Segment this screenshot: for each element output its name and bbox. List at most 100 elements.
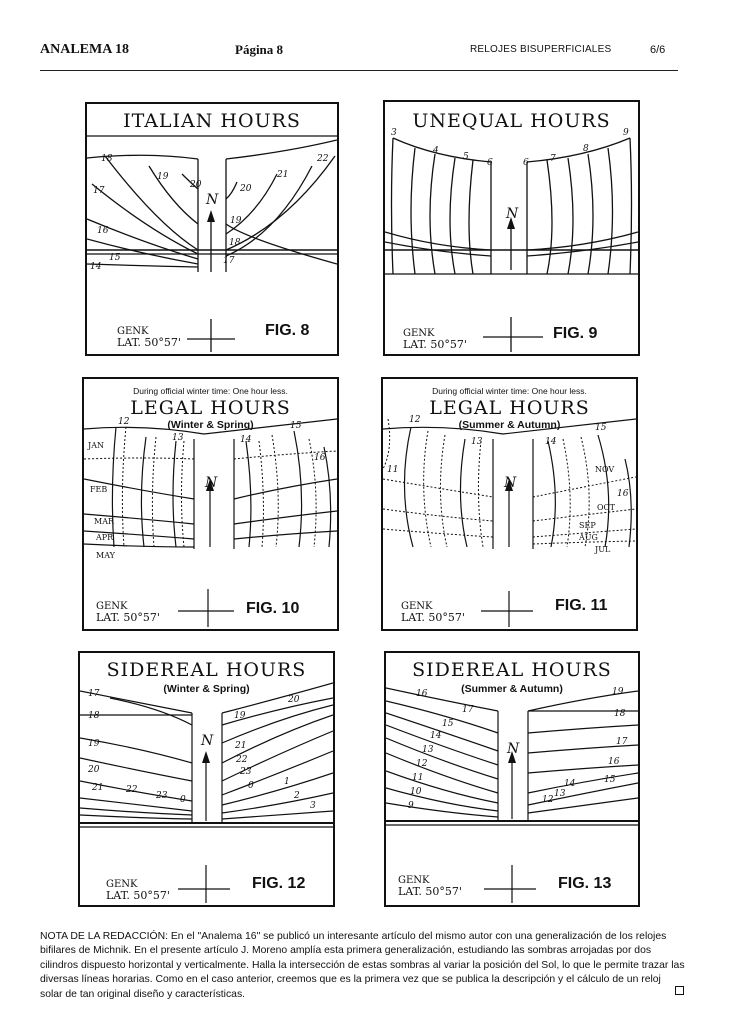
month-label: FEB <box>90 485 108 494</box>
hour-label: 12 <box>416 759 428 769</box>
hour-label: 8 <box>583 144 589 154</box>
hour-label: 18 <box>101 154 113 164</box>
location-latitude: LAT. 50°57' <box>117 336 181 349</box>
hour-label: 12 <box>118 417 130 427</box>
figure-13-title: SIDEREAL HOURS <box>412 659 612 681</box>
hour-label: 4 <box>433 146 439 156</box>
north-label: N <box>507 741 520 757</box>
end-marker <box>675 986 684 995</box>
hour-label: 14 <box>430 731 442 741</box>
hour-label: 18 <box>229 238 241 248</box>
hour-label: 19 <box>612 687 624 697</box>
hour-label: 23 <box>156 791 168 801</box>
location-latitude: LAT. 50°57' <box>96 611 160 624</box>
north-label: N <box>205 475 218 491</box>
hour-label: 18 <box>614 709 626 719</box>
hour-label: 20 <box>288 695 300 705</box>
figure-number: FIG. 9 <box>553 325 598 342</box>
hour-label: 1 <box>284 777 290 787</box>
month-label: NOV <box>595 465 615 474</box>
location-city: GENK <box>117 326 149 337</box>
figure-10-subtitle: (Winter & Spring) <box>167 419 254 431</box>
hour-label: 11 <box>412 773 424 783</box>
hour-label: 9 <box>623 128 629 138</box>
location-label: GENK LAT. 50°57' <box>401 601 465 623</box>
figure-11-title: LEGAL HOURS <box>429 397 590 419</box>
hour-label: 19 <box>157 172 169 182</box>
section-title: RELOJES BISUPERFICIALES <box>470 44 612 55</box>
figure-10-title: LEGAL HOURS <box>130 397 291 419</box>
hour-label: 20 <box>240 184 252 194</box>
hour-label: 20 <box>190 180 202 190</box>
figure-12-diagram <box>80 682 333 903</box>
hour-label: 19 <box>88 739 100 749</box>
hour-label: 9 <box>408 801 414 811</box>
hour-label: 10 <box>410 787 422 797</box>
location-latitude: LAT. 50°57' <box>401 611 465 624</box>
location-city: GENK <box>106 879 138 890</box>
north-label: N <box>206 192 219 208</box>
figure-11-subtitle: (Summer & Autumn) <box>458 419 561 431</box>
hour-label: 17 <box>88 689 100 699</box>
location-city: GENK <box>398 875 430 886</box>
hour-label: 15 <box>109 253 121 263</box>
hour-label: 16 <box>97 226 109 236</box>
month-label: JAN <box>88 441 104 450</box>
hour-label: 12 <box>409 415 421 425</box>
month-label: MAY <box>96 551 115 560</box>
hour-label: 14 <box>545 437 557 447</box>
hour-label: 22 <box>236 755 248 765</box>
figure-10-note: During official winter time: One hour le… <box>133 386 288 396</box>
editorial-note-text: NOTA DE LA REDACCIÓN: En el "Analema 16"… <box>40 931 685 1000</box>
figure-8-diagram <box>87 135 337 352</box>
location-latitude: LAT. 50°57' <box>403 338 467 351</box>
page-header: ANALEMA 18 Página 8 RELOJES BISUPERFICIA… <box>40 38 680 62</box>
figure-11-note: During official winter time: One hour le… <box>432 386 587 396</box>
header-rule <box>40 70 678 71</box>
hour-label: 2 <box>294 791 300 801</box>
journal-title: ANALEMA 18 <box>40 42 130 57</box>
hour-label: 14 <box>90 262 102 272</box>
figure-9-diagram <box>385 137 638 352</box>
hour-label: 17 <box>616 737 628 747</box>
hour-label: 13 <box>554 789 566 799</box>
figure-number: FIG. 8 <box>265 322 310 339</box>
hour-label: 17 <box>93 186 105 196</box>
figure-11-diagram <box>383 418 636 627</box>
hour-label: 3 <box>310 801 316 811</box>
hour-label: 14 <box>564 779 576 789</box>
figure-12-panel: SIDEREAL HOURS (Winter & Spring) N 17 18… <box>78 651 335 907</box>
hour-label: 15 <box>290 421 302 431</box>
hour-label: 11 <box>387 465 399 475</box>
hour-label: 13 <box>422 745 434 755</box>
hour-label: 17 <box>462 705 474 715</box>
location-city: GENK <box>401 601 433 612</box>
month-label: JUL <box>595 545 611 554</box>
figure-9-panel: UNEQUAL HOURS N 3 4 5 6 6 7 8 9 GENK LAT… <box>383 100 640 356</box>
hour-label: 6 <box>487 158 493 168</box>
figure-8-panel: ITALIAN HOURS N 18 19 20 17 16 15 14 22 … <box>85 102 339 356</box>
location-label: GENK LAT. 50°57' <box>403 328 467 350</box>
figure-8-title: ITALIAN HOURS <box>123 110 301 132</box>
hour-label: 19 <box>234 711 246 721</box>
north-label: N <box>506 206 519 222</box>
hour-label: 7 <box>550 154 556 164</box>
hour-label: 16 <box>617 489 629 499</box>
hour-label: 20 <box>88 765 100 775</box>
page-number: Página 8 <box>235 42 284 57</box>
hour-label: 0 <box>180 795 186 805</box>
month-label: AUG <box>579 533 598 542</box>
hour-label: 21 <box>235 741 247 751</box>
month-label: APR <box>96 533 114 542</box>
north-label: N <box>201 733 214 749</box>
location-city: GENK <box>96 601 128 612</box>
location-label: GENK LAT. 50°57' <box>117 326 181 348</box>
hour-label: 16 <box>608 757 620 767</box>
hour-label: 18 <box>88 711 100 721</box>
month-label: MAR <box>94 517 114 526</box>
figure-13-subtitle: (Summer & Autumn) <box>461 683 563 695</box>
hour-label: 22 <box>317 154 329 164</box>
hour-label: 5 <box>463 152 469 162</box>
hour-label: 13 <box>172 433 184 443</box>
hour-label: 19 <box>230 216 242 226</box>
